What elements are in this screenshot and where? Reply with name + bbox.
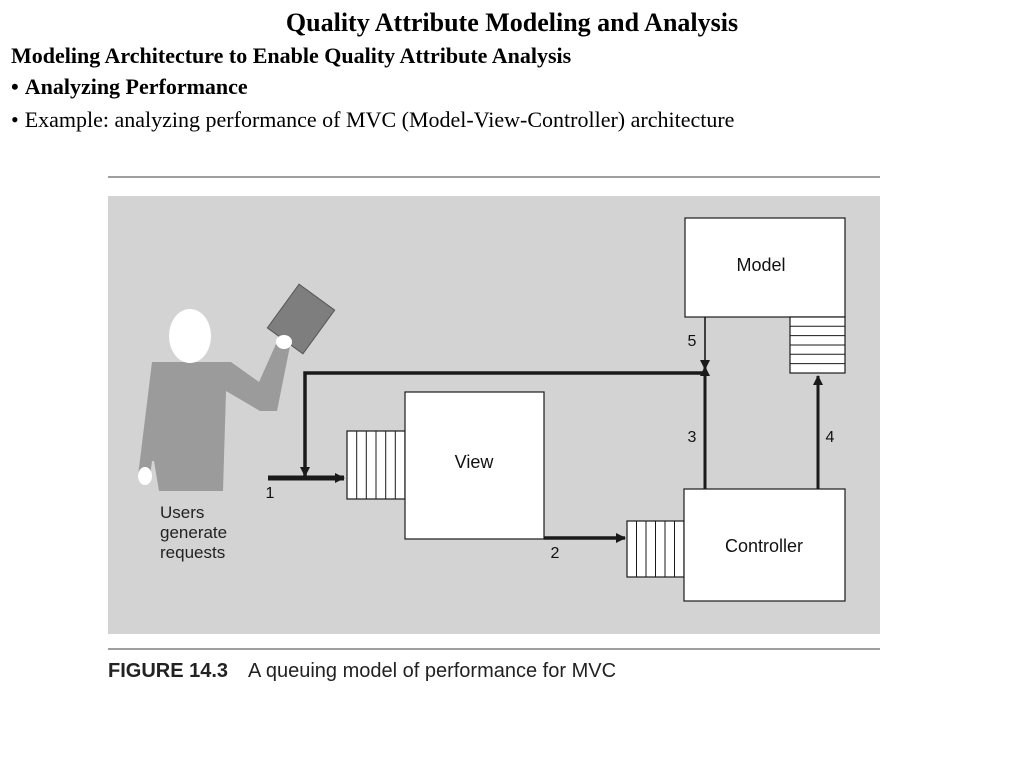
arrow-4-label: 4: [826, 429, 835, 446]
bullet-text: Analyzing Performance: [24, 74, 248, 99]
arrow-5-label: 5: [688, 333, 697, 350]
user-hand: [138, 467, 152, 485]
arrow-3-label: 3: [688, 429, 697, 446]
user-head: [169, 309, 211, 363]
figure-number: FIGURE 14.3: [108, 660, 229, 682]
slide-title: Quality Attribute Modeling and Analysis: [285, 8, 739, 37]
arrow-2-label: 2: [551, 545, 560, 562]
bullet-mvc-example: •Example: analyzing performance of MVC (…: [11, 107, 734, 133]
mvc-diagram: Users generate requests Model View: [108, 176, 880, 650]
figure-caption: FIGURE 14.3 A queuing model of performanc…: [108, 660, 616, 683]
slide-subtitle: Modeling Architecture to Enable Quality …: [11, 43, 572, 68]
mvc-queuing-figure: Users generate requests Model View: [108, 176, 880, 696]
user-body: [138, 344, 290, 491]
figure-caption-text: A queuing model of performance for MVC: [248, 660, 617, 682]
model-label: Model: [736, 255, 785, 275]
view-label: View: [455, 452, 495, 472]
user-hand-raised: [276, 335, 292, 349]
model-queue: [789, 316, 846, 374]
user-figure: [138, 283, 336, 491]
bullet-analyzing-performance: •Analyzing Performance: [11, 74, 248, 100]
controller-box: [683, 488, 846, 602]
bullet-marker: •: [11, 107, 19, 132]
controller-queue: [626, 520, 685, 578]
view-box: [404, 391, 545, 540]
model-box: [684, 217, 846, 318]
return-arrow: [300, 371, 704, 477]
bullet-marker: •: [11, 74, 19, 99]
bullet-text: Example: analyzing performance of MVC (M…: [24, 107, 735, 132]
view-queue: [346, 430, 406, 500]
users-label: Users generate requests: [160, 503, 232, 562]
controller-label: Controller: [725, 536, 803, 556]
arrow-1-label: 1: [266, 485, 275, 502]
